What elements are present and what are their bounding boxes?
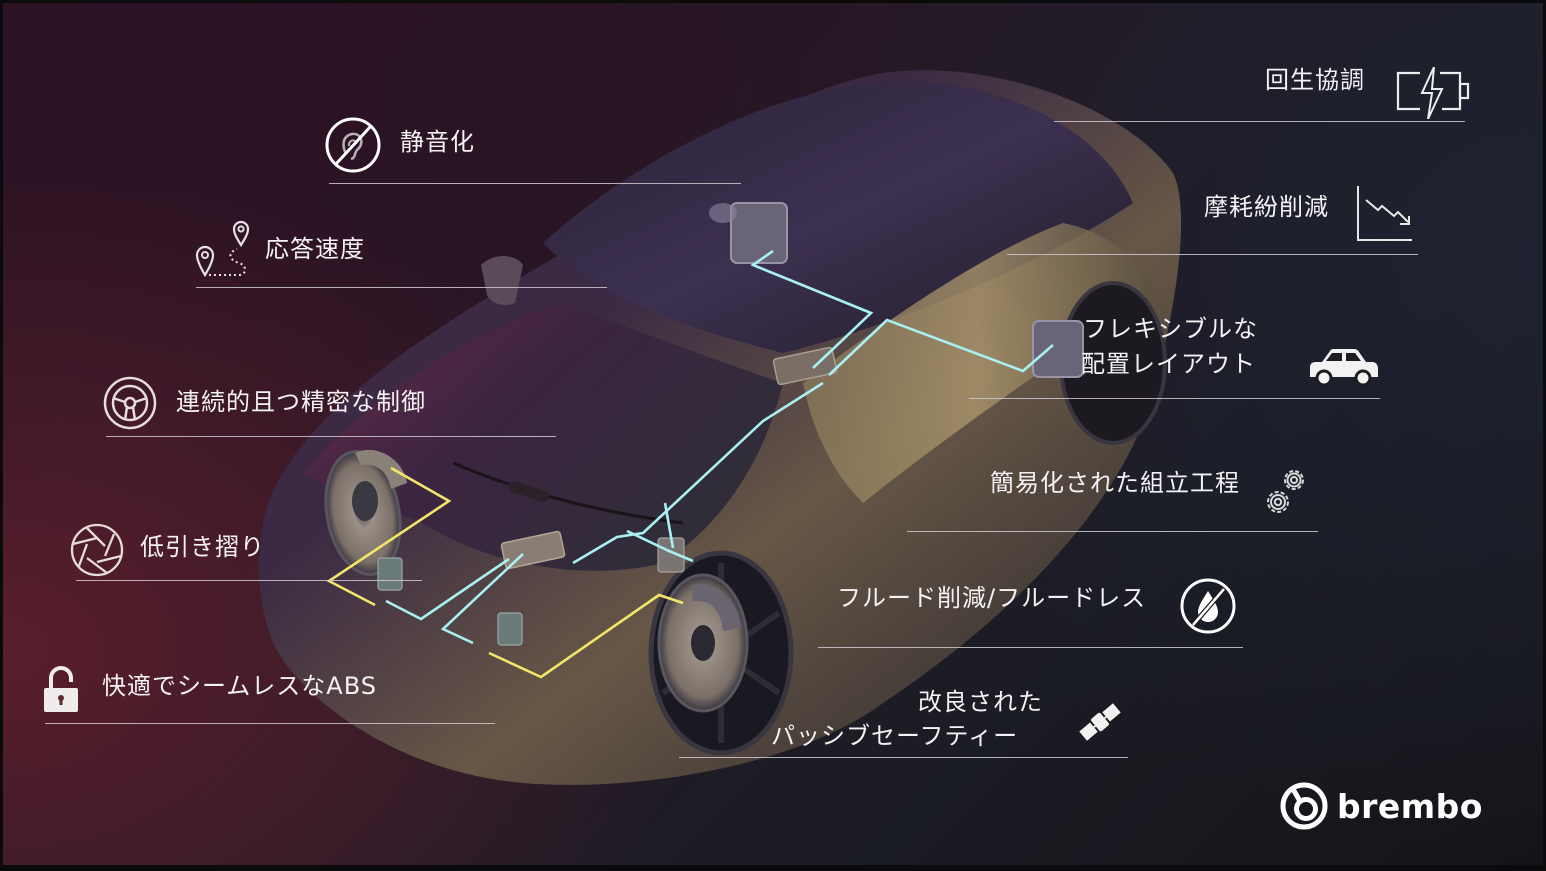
divider	[969, 398, 1380, 399]
divider	[196, 287, 607, 288]
feature-label-line2: パッシブセーフティー	[771, 722, 1019, 750]
divider	[106, 436, 556, 437]
feature-label: 連続的且つ精密な制御	[176, 388, 426, 416]
brembo-logo: brembo	[1279, 781, 1483, 831]
feature-label: 簡易化された組立工程	[990, 469, 1240, 497]
feature-label: 応答速度	[265, 235, 365, 263]
feature-label: 摩耗紛削減	[1204, 193, 1329, 221]
divider	[76, 580, 422, 581]
cyan-wire-lines	[385, 249, 1054, 645]
feature-label: フルード削減/フルードレス	[837, 584, 1147, 612]
divider	[907, 531, 1318, 532]
feature-label: 回生協調	[1265, 66, 1365, 94]
feature-label-line1: 改良された	[918, 688, 1043, 716]
car-icon	[1306, 347, 1380, 387]
feature-label: 低引き摺り	[140, 533, 265, 561]
divider	[818, 647, 1243, 648]
divider	[679, 757, 1128, 758]
route-pins-icon	[195, 217, 251, 279]
car-illustration	[258, 70, 1182, 785]
divider	[1054, 121, 1465, 122]
feature-label: 静音化	[400, 128, 475, 156]
feature-label-line1: フレキシブルな	[1083, 315, 1258, 343]
battery-charging-icon	[1396, 67, 1472, 119]
steering-wheel-icon	[103, 376, 157, 430]
divider	[329, 183, 741, 184]
slide-canvas: 静音化 応答速度 連続的且つ精密な制御	[3, 3, 1543, 865]
declining-chart-icon	[1356, 186, 1414, 242]
feature-label: 快適でシームレスなABS	[102, 672, 377, 700]
brand-name: brembo	[1337, 786, 1483, 826]
brembo-logo-icon	[1280, 782, 1328, 830]
yellow-hydraulic-lines	[326, 466, 684, 679]
feature-label-line2: 配置レイアウト	[1081, 350, 1256, 378]
no-fluid-drop-icon	[1179, 577, 1237, 635]
divider	[45, 723, 495, 724]
divider	[1007, 254, 1418, 255]
gears-icon	[1264, 464, 1310, 520]
satellite-icon	[1075, 697, 1125, 747]
unlocked-padlock-icon	[43, 666, 79, 714]
no-ear-icon	[324, 116, 382, 174]
aperture-icon	[69, 522, 125, 578]
